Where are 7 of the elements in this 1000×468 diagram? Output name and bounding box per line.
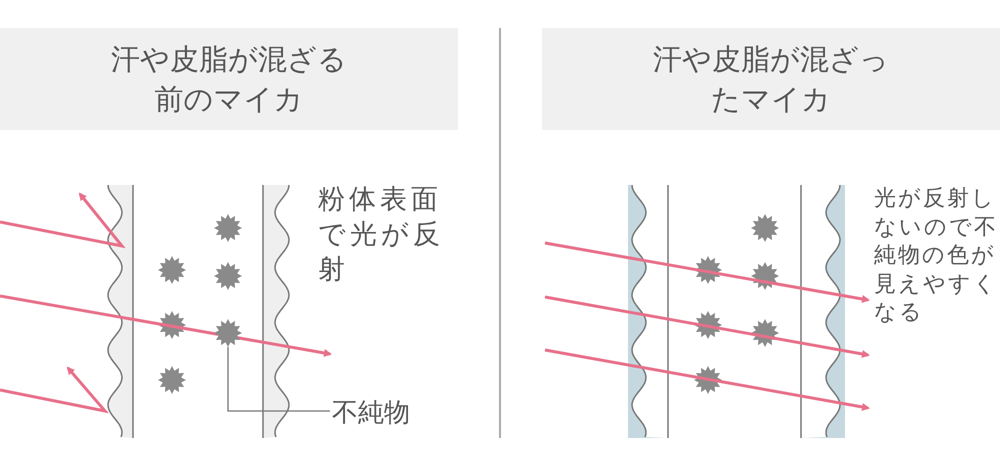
heading-band: 汗や皮脂が混ざったマイカ	[542, 28, 1000, 130]
note-text: 粉体表面で光が反射	[318, 183, 445, 288]
callout-text: 不純物	[332, 395, 410, 430]
heading-band: 汗や皮脂が混ざる前のマイカ	[0, 28, 458, 130]
impurity-particle-icon	[214, 319, 242, 347]
note-text: 光が反射しないので不純物の色が見えやすくなる	[874, 185, 998, 328]
leader-line	[227, 347, 330, 412]
